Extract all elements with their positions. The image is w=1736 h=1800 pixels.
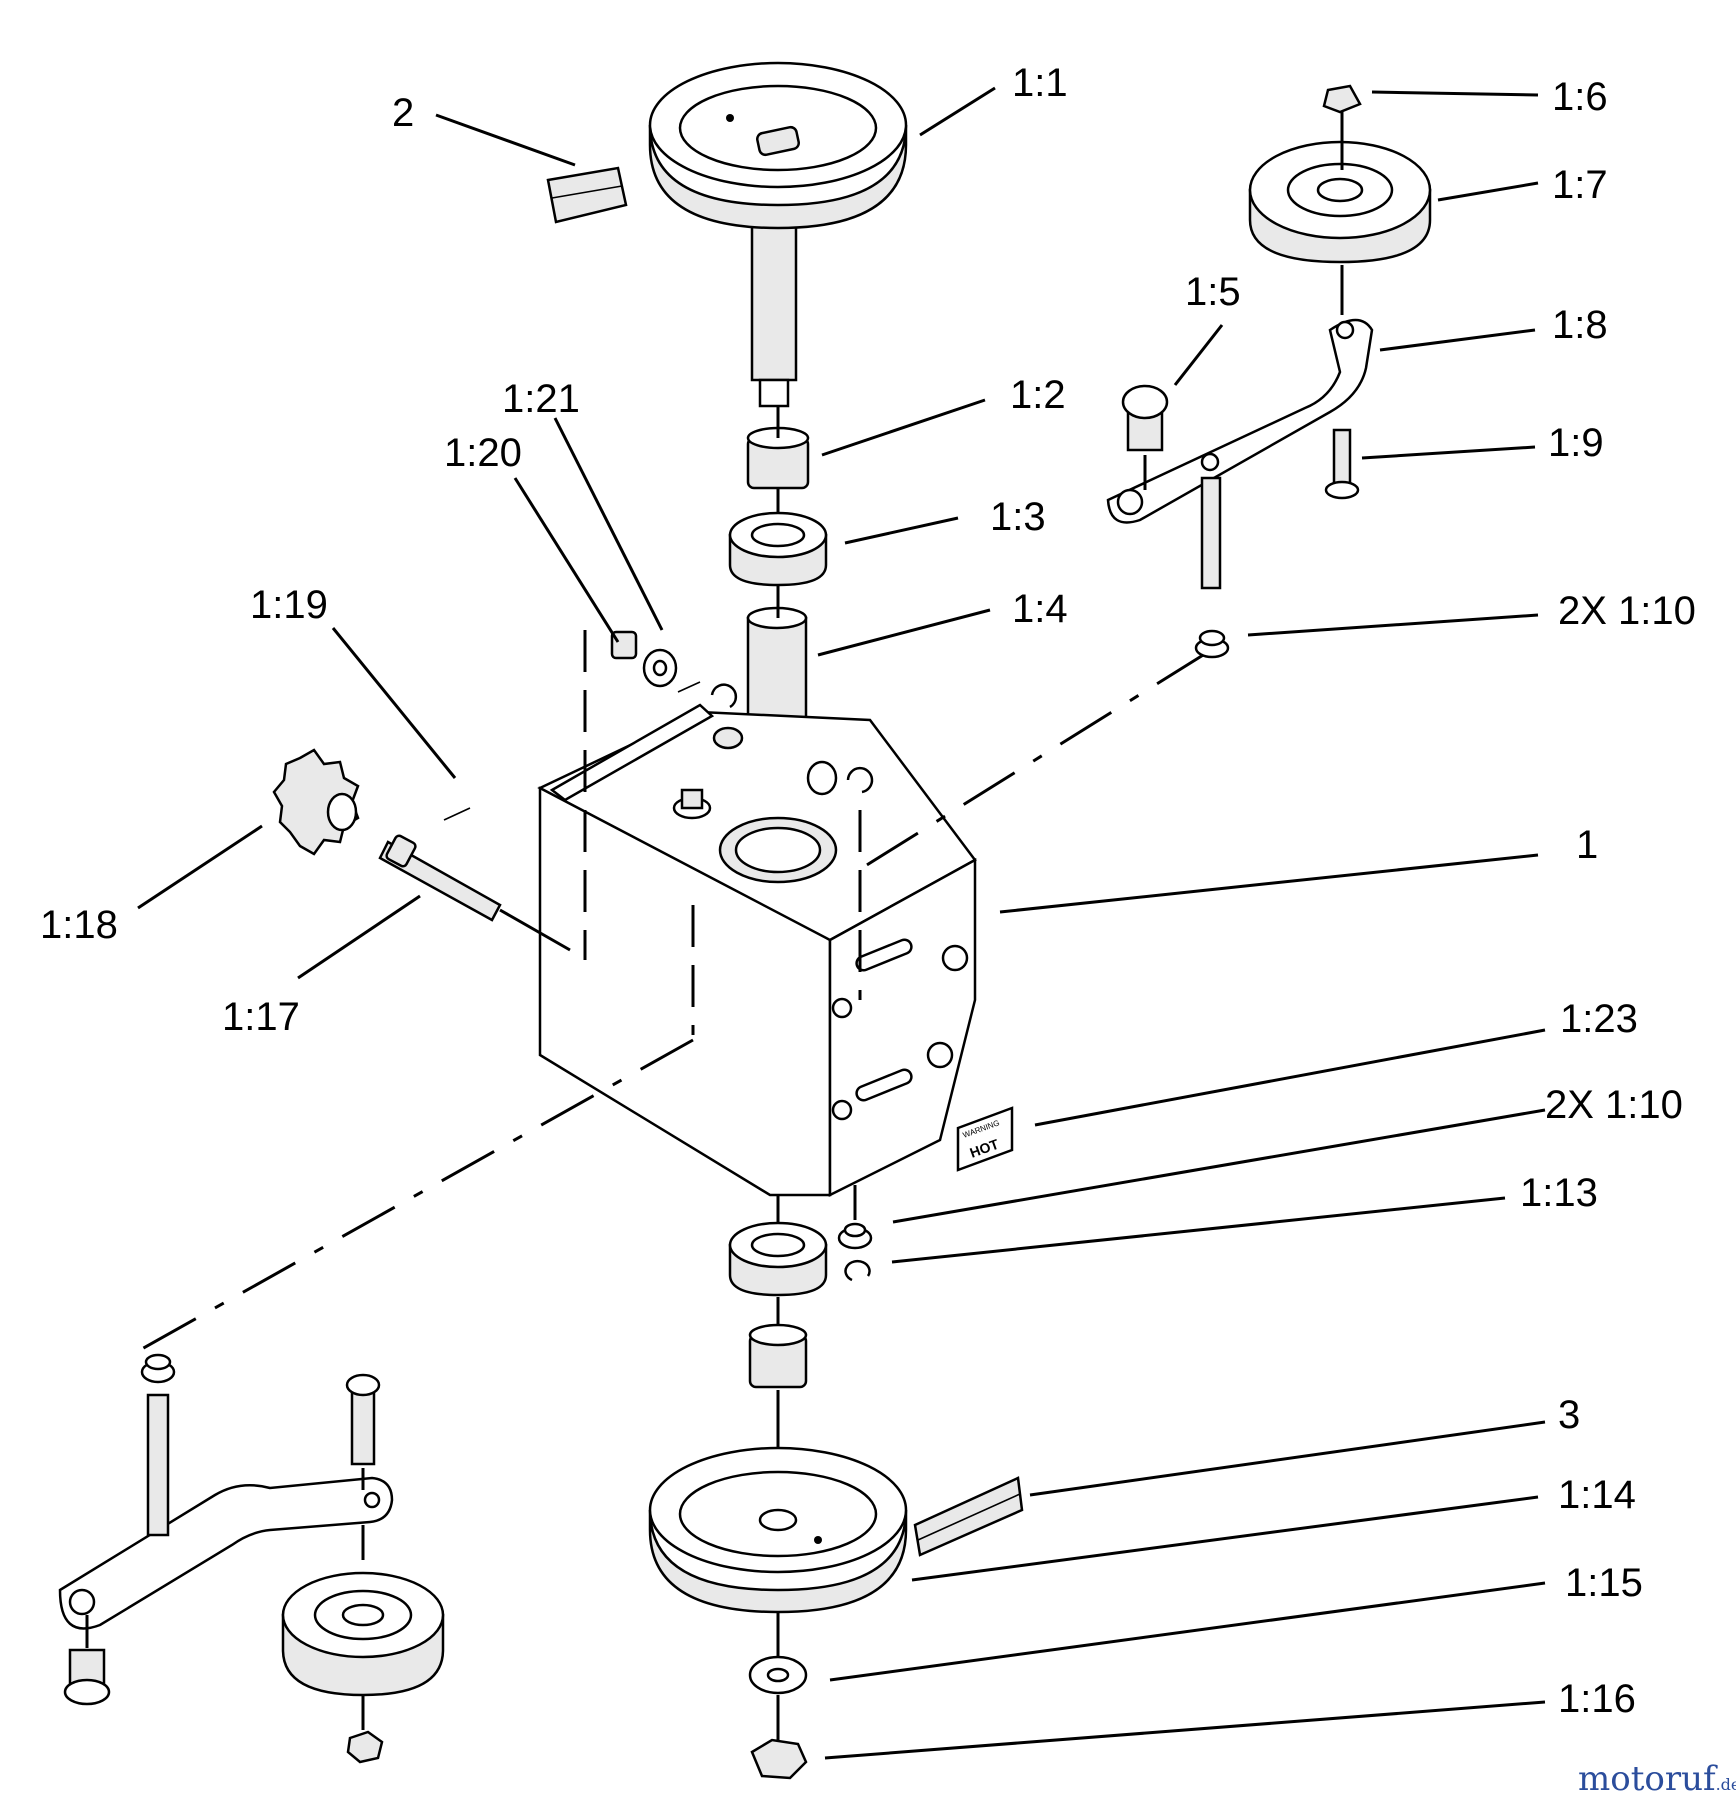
- shaft-1-17: [378, 834, 502, 922]
- label-2x-1-10-top: 2X 1:10: [1558, 589, 1696, 633]
- nut-1-20: [610, 630, 638, 660]
- label-1-4: 1:4: [1012, 587, 1068, 631]
- idler-pulley-lower-left: [281, 1571, 445, 1697]
- label-3: 3: [1558, 1393, 1580, 1437]
- washer-2x-1-10-top: [1194, 629, 1230, 659]
- roll-pin-1-19: [443, 807, 471, 821]
- pivot-lower-left: [63, 1648, 111, 1706]
- label-1-13: 1:13: [1520, 1171, 1598, 1215]
- watermark-brand: motoruf: [1578, 1759, 1718, 1799]
- washer-2x-1-10-lower: [837, 1222, 873, 1250]
- idler-arm-lower-left: [58, 1393, 394, 1630]
- label-1-14: 1:14: [1558, 1473, 1636, 1517]
- label-1-7: 1:7: [1552, 163, 1608, 207]
- bottom-pulley-1-14: [648, 1446, 908, 1614]
- bolt-1-9: [1324, 428, 1360, 500]
- label-1-5: 1:5: [1185, 270, 1241, 314]
- spacer-lower: [748, 1323, 808, 1389]
- label-1: 1: [1576, 823, 1598, 867]
- assembly-line: [139, 1038, 694, 1352]
- e-clip-1-13: [844, 1259, 871, 1282]
- key-part-3: [913, 1476, 1024, 1557]
- clip-right-top: [710, 683, 744, 750]
- label-1-21: 1:21: [502, 377, 580, 421]
- nut-lower-left: [346, 1730, 384, 1764]
- label-1-9: 1:9: [1548, 421, 1604, 465]
- idler-arm-right-1-8: [1106, 318, 1374, 590]
- washer-1-15: [748, 1655, 808, 1695]
- label-1-20: 1:20: [444, 431, 522, 475]
- label-2x-1-10-bottom: 2X 1:10: [1545, 1083, 1683, 1127]
- pin-dash: [677, 681, 701, 693]
- label-1-1: 1:1: [1012, 61, 1068, 105]
- leader-lines: [137, 86, 1546, 1760]
- label-1-16: 1:16: [1558, 1677, 1636, 1721]
- bearing-1-3: [728, 511, 828, 587]
- label-1-3: 1:3: [990, 495, 1046, 539]
- pivot-pin-1-5: [1121, 384, 1169, 452]
- washer-1-21: [642, 648, 678, 688]
- nut-1-16: [750, 1738, 808, 1780]
- nut-1-6: [1322, 84, 1362, 114]
- idler-pulley-1-7: [1248, 140, 1432, 264]
- label-1-2: 1:2: [1010, 373, 1066, 417]
- washer-lower-left: [140, 1353, 176, 1384]
- label-1-15: 1:15: [1565, 1561, 1643, 1605]
- bearing-lower: [728, 1221, 828, 1297]
- watermark-tld: .de: [1716, 1775, 1736, 1794]
- label-2: 2: [392, 91, 414, 135]
- top-pulley-1-1: [648, 61, 908, 408]
- svg-text:motoruf.de: motoruf.de: [1578, 1759, 1736, 1799]
- callout-labels: 2 1:1 1:6 1:7 1:5 1:8 1:21 1:2 1:20 1:9 …: [40, 61, 1696, 1721]
- knob-1-18: [272, 748, 360, 856]
- label-1-8: 1:8: [1552, 303, 1608, 347]
- label-1-19: 1:19: [250, 583, 328, 627]
- label-1-18: 1:18: [40, 903, 118, 947]
- label-1-6: 1:6: [1552, 75, 1608, 119]
- housing-bracket-1: WARNING HOT: [537, 703, 1014, 1198]
- label-1-23: 1:23: [1560, 997, 1638, 1041]
- watermark: motoruf.de: [1578, 1759, 1736, 1799]
- label-1-17: 1:17: [222, 995, 300, 1039]
- pin-lower-left: [345, 1373, 381, 1466]
- washer-right-top: [806, 760, 874, 796]
- key-part-2: [546, 166, 628, 224]
- assembly-line: [861, 650, 1209, 870]
